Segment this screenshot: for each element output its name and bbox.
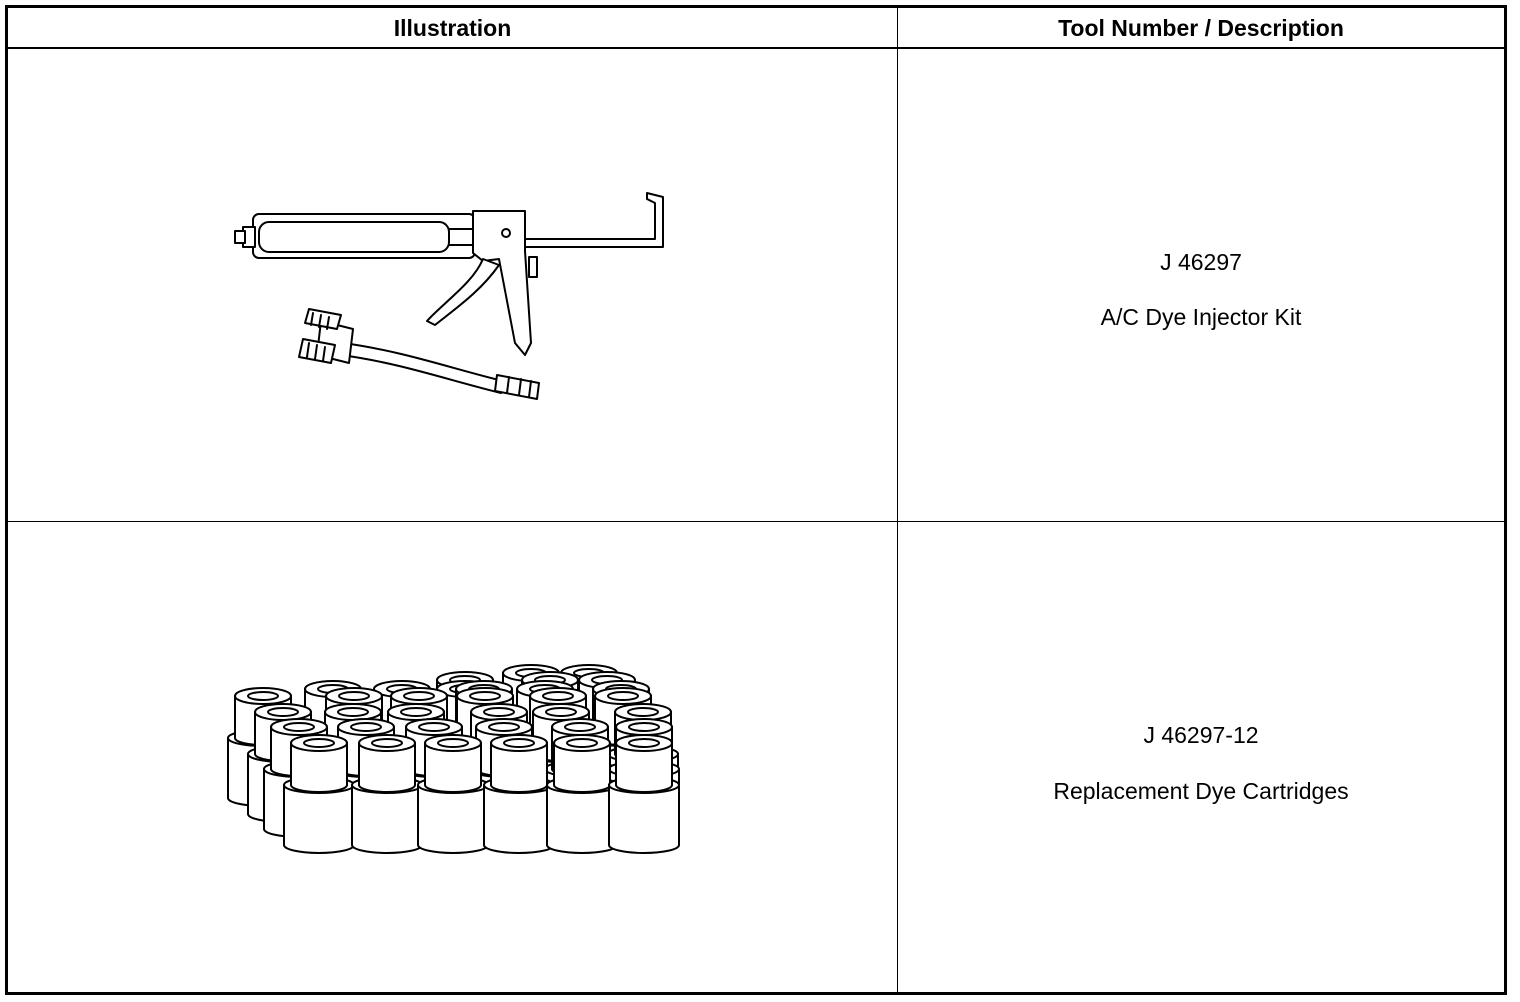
- table-row-1-illustration-cell: [8, 49, 897, 521]
- table-row-2-illustration-cell: [8, 522, 897, 992]
- cartridge-bottle: [483, 734, 555, 854]
- table-header-row: Illustration Tool Number / Description: [8, 8, 1504, 49]
- tool-table: Illustration Tool Number / Description: [5, 5, 1507, 995]
- cartridge-bottle: [283, 734, 355, 854]
- cartridge-bottle: [546, 734, 618, 854]
- tool-number: J 46297-12: [1143, 722, 1259, 748]
- cartridge-bottle: [351, 734, 423, 854]
- header-tool-description: Tool Number / Description: [1058, 15, 1344, 41]
- table-row-2-description-cell: J 46297-12 Replacement Dye Cartridges: [898, 522, 1504, 992]
- row-divider: [8, 521, 1504, 522]
- tool-number: J 46297: [1160, 249, 1242, 275]
- column-divider: [897, 8, 898, 992]
- cartridge-bottle: [608, 734, 680, 854]
- cartridge-bottle: [417, 734, 489, 854]
- dye-injector-gun-icon: [234, 192, 664, 400]
- dye-cartridges-icon: [227, 664, 680, 854]
- table-row-1-description-cell: J 46297 A/C Dye Injector Kit: [898, 49, 1504, 521]
- tool-description: Replacement Dye Cartridges: [1053, 778, 1349, 804]
- tool-description: A/C Dye Injector Kit: [1100, 304, 1302, 330]
- header-illustration: Illustration: [393, 15, 512, 41]
